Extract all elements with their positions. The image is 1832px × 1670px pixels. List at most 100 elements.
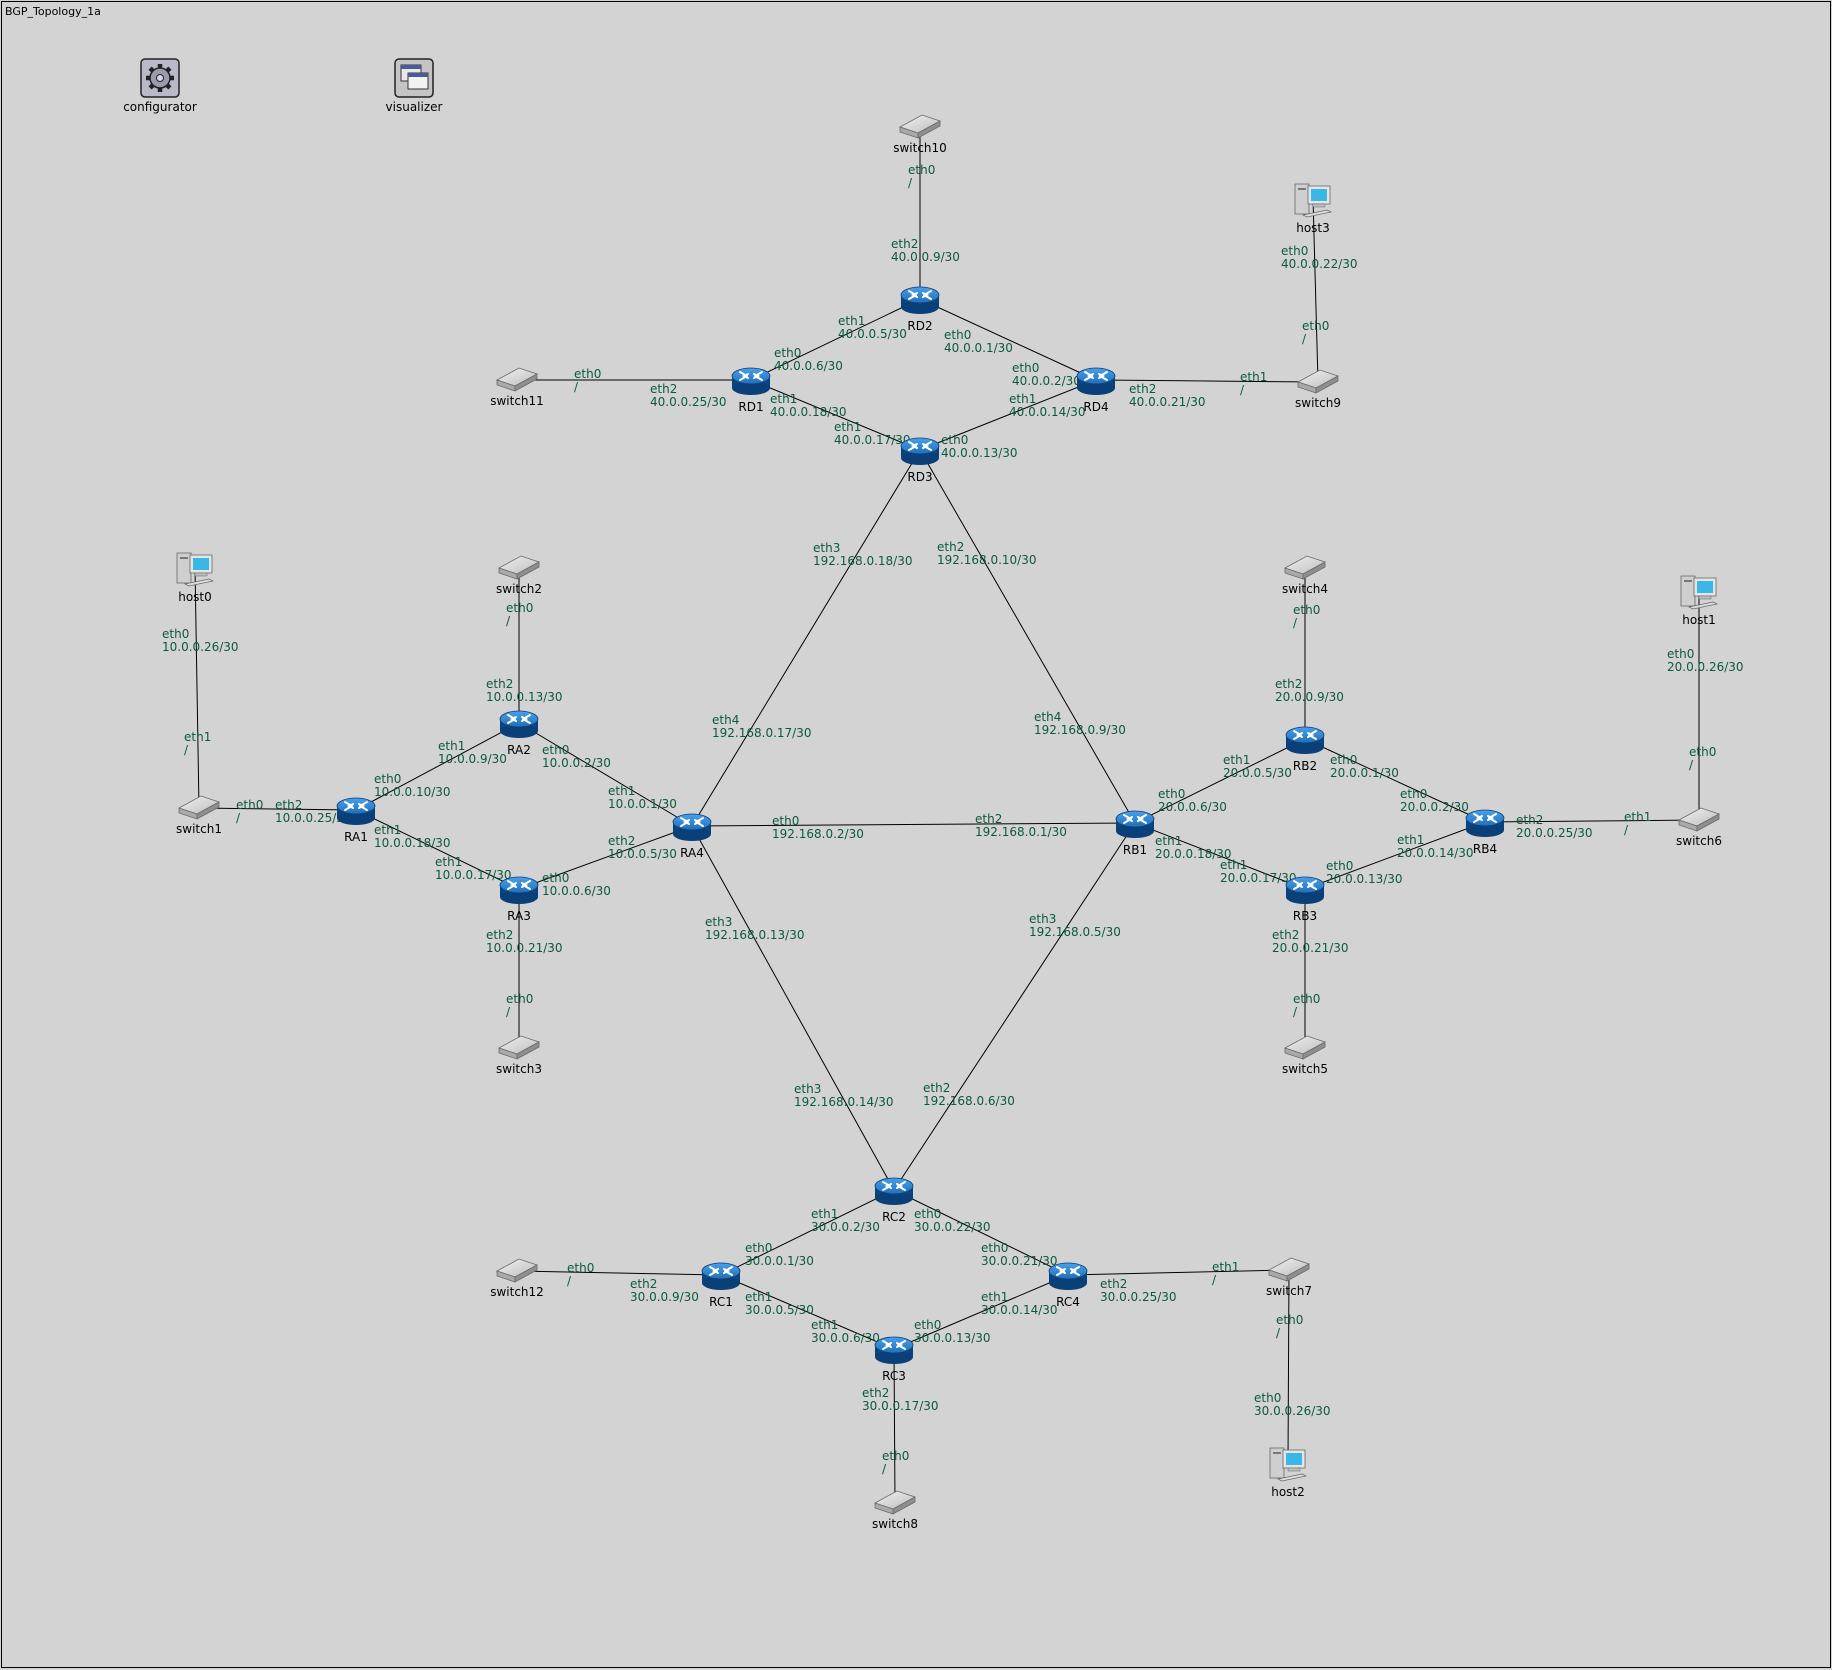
interface-label: eth0/ (1276, 1313, 1303, 1340)
router-icon (499, 710, 539, 738)
switch-node-switch3[interactable]: switch3 (496, 1035, 542, 1076)
link-RD1-RD3 (750, 379, 921, 451)
router-RA1[interactable]: RA1 (336, 797, 376, 844)
switch-node-switch8[interactable]: switch8 (872, 1490, 918, 1531)
node-label: switch10 (893, 141, 947, 155)
node-label: switch8 (872, 1517, 918, 1531)
node-label: switch9 (1295, 396, 1341, 410)
router-icon (731, 367, 771, 395)
node-label: switch3 (496, 1062, 542, 1076)
node-label: switch12 (490, 1285, 544, 1299)
router-RC3[interactable]: RC3 (874, 1336, 914, 1383)
switch-icon (899, 114, 941, 139)
link-RA1-RA3 (355, 809, 520, 890)
computer-icon (1269, 1447, 1308, 1482)
node-label: RA1 (344, 830, 368, 844)
router-icon (900, 286, 940, 314)
router-RD2[interactable]: RD2 (900, 286, 940, 333)
link-RD4-switch9 (1095, 379, 1319, 383)
host-node-host0[interactable]: host0 (176, 552, 215, 604)
node-label: RD2 (907, 319, 932, 333)
interface-label: eth0/ (882, 1449, 909, 1476)
router-icon (1285, 876, 1325, 904)
link-RA2-RA4 (518, 722, 693, 827)
node-label: switch1 (176, 822, 222, 836)
interface-label: eth0/ (574, 367, 601, 394)
router-RB2[interactable]: RB2 (1285, 726, 1325, 773)
router-icon (672, 813, 712, 841)
link-RC2-RC4 (893, 1189, 1069, 1276)
node-label: switch6 (1676, 834, 1722, 848)
host-node-host2[interactable]: host2 (1269, 1447, 1308, 1499)
switch-node-switch7[interactable]: switch7 (1266, 1257, 1312, 1298)
host-node-host3[interactable]: host3 (1294, 183, 1333, 235)
switch-node-switch9[interactable]: switch9 (1295, 369, 1341, 410)
node-label: host0 (178, 590, 212, 604)
interface-label: eth0/ (506, 992, 533, 1019)
router-RC4[interactable]: RC4 (1048, 1262, 1088, 1309)
router-RD4[interactable]: RD4 (1076, 367, 1116, 414)
link-RC4-switch7 (1067, 1269, 1290, 1276)
link-host0-switch1 (194, 566, 200, 809)
switch-node-switch11[interactable]: switch11 (490, 367, 544, 408)
router-RB1[interactable]: RB1 (1115, 810, 1155, 857)
router-RD3[interactable]: RD3 (900, 437, 940, 484)
node-label: RB2 (1293, 759, 1317, 773)
node-label: RC1 (709, 1295, 733, 1309)
computer-icon (1680, 575, 1719, 610)
node-label: RA4 (680, 846, 704, 860)
switch-icon (498, 555, 540, 580)
router-icon (1076, 367, 1116, 395)
router-RB3[interactable]: RB3 (1285, 876, 1325, 923)
node-label: RA3 (507, 909, 531, 923)
switch-node-switch2[interactable]: switch2 (496, 555, 542, 596)
switch-node-switch10[interactable]: switch10 (893, 114, 947, 155)
switch-node-switch1[interactable]: switch1 (176, 795, 222, 836)
visualizer-module[interactable]: visualizer (386, 58, 443, 114)
node-label: switch7 (1266, 1284, 1312, 1298)
switch-node-switch4[interactable]: switch4 (1282, 555, 1328, 596)
configurator-module[interactable]: configurator (123, 58, 197, 114)
router-RA4[interactable]: RA4 (672, 813, 712, 860)
router-RA2[interactable]: RA2 (499, 710, 539, 757)
router-RC2[interactable]: RC2 (874, 1177, 914, 1224)
node-label: RB4 (1473, 842, 1497, 856)
node-label: switch4 (1282, 582, 1328, 596)
link-RA3-RA4 (518, 825, 693, 890)
host-node-host1[interactable]: host1 (1680, 575, 1719, 627)
node-label: host3 (1296, 221, 1330, 235)
computer-icon (176, 552, 215, 587)
link-RC3-switch8 (893, 1348, 896, 1504)
link-RA4-RC2 (691, 825, 895, 1191)
node-label: RC4 (1056, 1295, 1080, 1309)
link-RB3-RB4 (1304, 821, 1486, 890)
router-RC1[interactable]: RC1 (701, 1262, 741, 1309)
interface-label: eth0/ (567, 1261, 594, 1288)
node-label: switch2 (496, 582, 542, 596)
switch-node-switch6[interactable]: switch6 (1676, 807, 1722, 848)
router-RD1[interactable]: RD1 (731, 367, 771, 414)
switch-node-switch5[interactable]: switch5 (1282, 1035, 1328, 1076)
node-label: RD3 (907, 470, 932, 484)
router-RB4[interactable]: RB4 (1465, 809, 1505, 856)
router-RA3[interactable]: RA3 (499, 876, 539, 923)
switch-node-switch12[interactable]: switch12 (490, 1258, 544, 1299)
